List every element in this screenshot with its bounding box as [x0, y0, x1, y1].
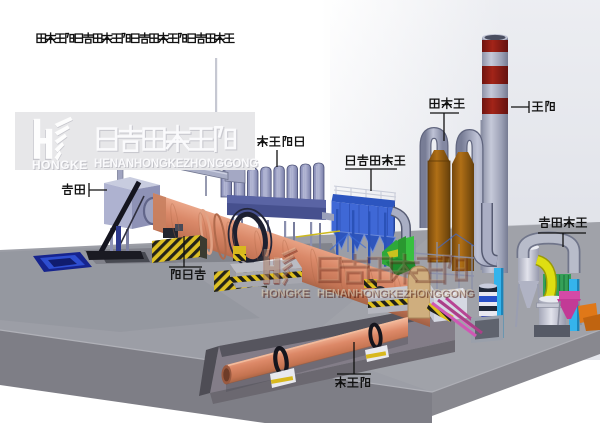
svg-text:HONGKE: HONGKE: [263, 289, 311, 301]
svg-text:HENANHONGKEZHONGGONG: HENANHONGKEZHONGGONG: [317, 288, 474, 300]
svg-text:HONGKE: HONGKE: [32, 158, 88, 172]
svg-text:HENANHONGKEZHONGGONG: HENANHONGKEZHONGGONG: [94, 158, 258, 170]
svg-text:HENANHONGKEZHONGGONG: HENANHONGKEZHONGGONG: [319, 289, 476, 301]
svg-text:HONGKE: HONGKE: [261, 288, 309, 300]
svg-text:HONGKE: HONGKE: [33, 159, 89, 173]
svg-text:HENANHONGKEZHONGGONG: HENANHONGKEZHONGGONG: [95, 159, 259, 171]
